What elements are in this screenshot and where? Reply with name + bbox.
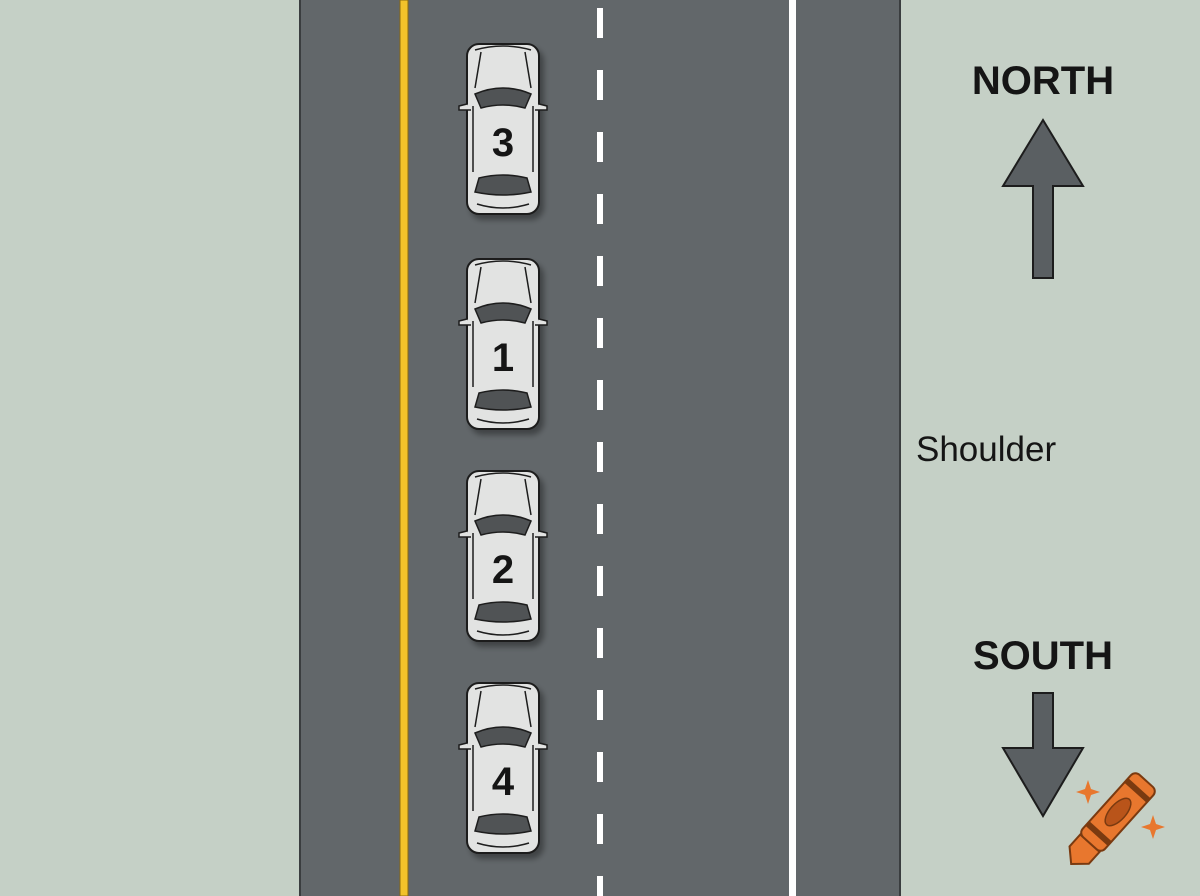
north-label: NORTH: [972, 59, 1114, 103]
car-number: 3: [492, 121, 514, 165]
car-body: [466, 470, 540, 642]
sparkle-icon: [1076, 780, 1100, 804]
rear-window: [474, 601, 532, 623]
south-arrow-icon: [1001, 692, 1085, 818]
fog-line-white: [789, 0, 796, 896]
side-mirrors: [458, 103, 548, 111]
car-body: [466, 43, 540, 215]
windshield: [474, 87, 532, 109]
side-mirrors: [458, 742, 548, 750]
windshield: [474, 726, 532, 748]
windshield: [474, 514, 532, 536]
south-label: SOUTH: [973, 634, 1113, 678]
car-1: 1: [458, 258, 548, 430]
side-mirrors: [458, 530, 548, 538]
windshield: [474, 302, 532, 324]
sparkle-icon: [1141, 815, 1165, 839]
cars: 3 1 2: [458, 43, 548, 854]
road: [299, 0, 901, 896]
rear-window: [474, 813, 532, 835]
crayon-icon: [1068, 772, 1156, 866]
car-body: [466, 682, 540, 854]
rear-window: [474, 389, 532, 411]
shoulder-label: Shoulder: [916, 430, 1056, 469]
car-2: 2: [458, 470, 548, 642]
car-number: 1: [492, 336, 514, 380]
rear-window: [474, 174, 532, 196]
car-3: 3: [458, 43, 548, 215]
car-number: 2: [492, 548, 514, 592]
car-4: 4: [458, 682, 548, 854]
car-number: 4: [492, 760, 515, 804]
side-mirrors: [458, 318, 548, 326]
north-arrow-icon: [1001, 118, 1085, 279]
center-line-yellow: [399, 0, 409, 896]
car-body: [466, 258, 540, 430]
